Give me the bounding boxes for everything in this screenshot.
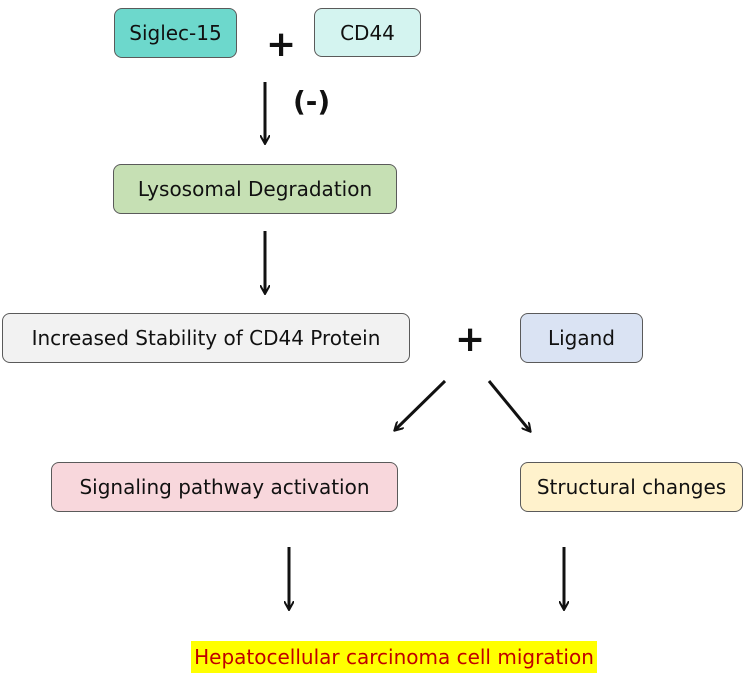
node-increased-stability-label: Increased Stability of CD44 Protein	[31, 326, 381, 350]
node-lysosomal-degradation-label: Lysosomal Degradation	[137, 177, 373, 201]
node-lysosomal-degradation: Lysosomal Degradation	[113, 164, 397, 214]
plus-sign-mid: +	[455, 319, 486, 360]
outcome-migration-label: Hepatocellular carcinoma cell migration	[194, 645, 594, 669]
arrow-to-signaling	[395, 379, 447, 430]
node-ligand: Ligand	[520, 313, 643, 363]
node-increased-stability: Increased Stability of CD44 Protein	[2, 313, 410, 363]
node-cd44: CD44	[314, 8, 421, 57]
node-ligand-label: Ligand	[547, 326, 616, 350]
node-cd44-label: CD44	[340, 20, 395, 45]
inhibition-label: (-)	[293, 85, 331, 118]
node-signaling-pathway: Signaling pathway activation	[51, 462, 398, 512]
outcome-migration: Hepatocellular carcinoma cell migration	[191, 641, 597, 673]
plus-sign-top: +	[266, 24, 297, 65]
arrow-to-structural	[487, 380, 530, 431]
node-structural-changes: Structural changes	[520, 462, 743, 512]
node-siglec15: Siglec-15	[114, 8, 237, 58]
node-structural-changes-label: Structural changes	[536, 475, 727, 499]
node-siglec15-label: Siglec-15	[129, 21, 222, 45]
node-signaling-pathway-label: Signaling pathway activation	[79, 475, 370, 499]
